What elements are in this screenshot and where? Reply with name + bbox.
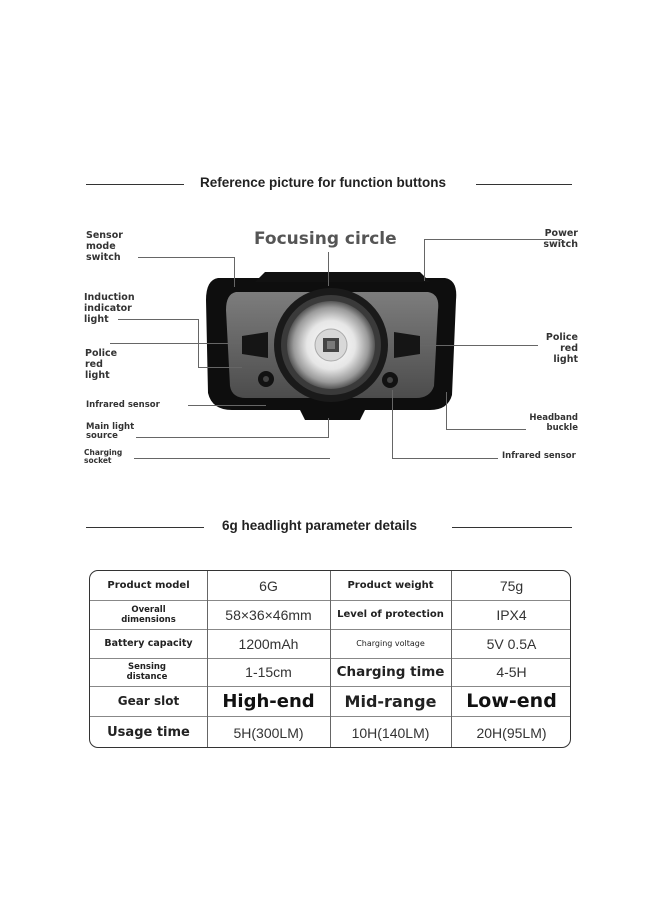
callout-focusing-circle: Focusing circle xyxy=(254,229,397,249)
battery-capacity-value: 1200mAh xyxy=(238,635,299,652)
leader-sensor-switch-h xyxy=(138,257,234,258)
callout-power-switch: Power switch xyxy=(520,228,578,250)
header2-rule-left xyxy=(86,527,204,528)
callout-police-red-light-right: Police red light xyxy=(536,332,578,365)
col-divider xyxy=(207,571,208,747)
col-divider xyxy=(451,571,452,747)
usage-high-value: 5H(300LM) xyxy=(233,724,304,741)
police-red-light-right-window xyxy=(394,332,420,358)
product-weight-value: 75g xyxy=(499,577,524,594)
leader-focus-v xyxy=(328,252,329,286)
callout-police-red-light-right-text: Police red light xyxy=(545,332,578,365)
callout-power-switch-text: Power switch xyxy=(543,228,578,250)
overall-dimensions-value: 58×36×46mm xyxy=(225,606,312,623)
headlamp-top-ridge xyxy=(255,272,430,282)
callout-charging-socket-text: Charging socket xyxy=(84,448,123,465)
header-rule-left xyxy=(86,184,184,185)
gear-high-end: High-end xyxy=(222,690,315,712)
leader-power-v xyxy=(424,239,425,281)
callout-sensor-mode-switch-text: Sensor mode switch xyxy=(86,230,123,263)
sensing-distance-label: Sensing distance xyxy=(126,662,168,682)
product-model-label: Product model xyxy=(107,580,190,591)
callout-main-light-source-text: Main light source xyxy=(86,422,135,441)
leader-charging-h xyxy=(134,458,330,459)
leader-headband-h xyxy=(446,429,526,430)
charging-time-value: 4-5H xyxy=(496,664,527,680)
leader-infrared-right-v xyxy=(392,390,393,458)
gear-mid-range: Mid-range xyxy=(344,691,437,711)
leader-infrared-right-h xyxy=(392,458,498,459)
product-weight-label: Product weight xyxy=(347,580,434,591)
callout-headband-buckle-text: Headband buckle xyxy=(529,413,578,433)
callout-infrared-sensor-left: Infrared sensor xyxy=(86,400,160,410)
leader-infrared-left xyxy=(188,405,266,406)
callout-police-red-light-left-text: Police red light xyxy=(85,348,118,381)
charging-voltage-value: 5V 0.5A xyxy=(486,635,537,652)
header2-rule-right xyxy=(452,527,572,528)
callout-induction-indicator-light: Induction indicator light xyxy=(84,292,144,325)
product-model-value: 6G xyxy=(259,577,278,594)
callout-police-red-light-left: Police red light xyxy=(85,348,125,381)
sensing-distance-value: 1-15cm xyxy=(245,664,292,680)
leader-power-h xyxy=(424,239,562,240)
police-red-light-left-window xyxy=(242,332,268,358)
overall-dimensions-label: Overall dimensions xyxy=(121,604,176,625)
leader-police-left xyxy=(110,343,242,344)
callout-headband-buckle: Headband buckle xyxy=(514,413,578,433)
header-rule-right xyxy=(476,184,572,185)
charging-voltage-label: Charging voltage xyxy=(356,639,425,648)
leader-main-light-h xyxy=(136,437,328,438)
section-title-parameters: 6g headlight parameter details xyxy=(222,518,418,533)
usage-low-value: 20H(95LM) xyxy=(476,724,547,741)
charging-time-label: Charging time xyxy=(336,664,445,680)
headlamp-base xyxy=(300,410,365,420)
callout-infrared-sensor-right: Infrared sensor xyxy=(502,451,576,461)
usage-mid-value: 10H(140LM) xyxy=(351,724,430,741)
gear-low-end: Low-end xyxy=(466,690,557,712)
protection-label: Level of protection xyxy=(337,609,444,620)
leader-sensor-switch-v xyxy=(234,257,235,287)
col-divider xyxy=(330,571,331,747)
leader-indicator-end xyxy=(198,367,242,368)
leader-main-light-v xyxy=(328,418,329,438)
callout-main-light-source: Main light source xyxy=(86,423,146,441)
section-title-function-buttons: Reference picture for function buttons xyxy=(200,175,447,190)
parameter-table: Product model 6G Product weight 75g Over… xyxy=(89,570,571,748)
callout-charging-socket: Charging socket xyxy=(84,449,128,465)
leader-headband-v xyxy=(446,392,447,430)
leader-indicator-h xyxy=(118,319,198,320)
gear-slot-label: Gear slot xyxy=(117,694,180,708)
leader-police-right xyxy=(420,345,538,346)
callout-sensor-mode-switch: Sensor mode switch xyxy=(86,230,146,263)
usage-time-label: Usage time xyxy=(107,725,190,740)
battery-capacity-label: Battery capacity xyxy=(104,638,193,649)
protection-value: IPX4 xyxy=(496,606,527,623)
callout-induction-indicator-light-text: Induction indicator light xyxy=(84,292,135,325)
